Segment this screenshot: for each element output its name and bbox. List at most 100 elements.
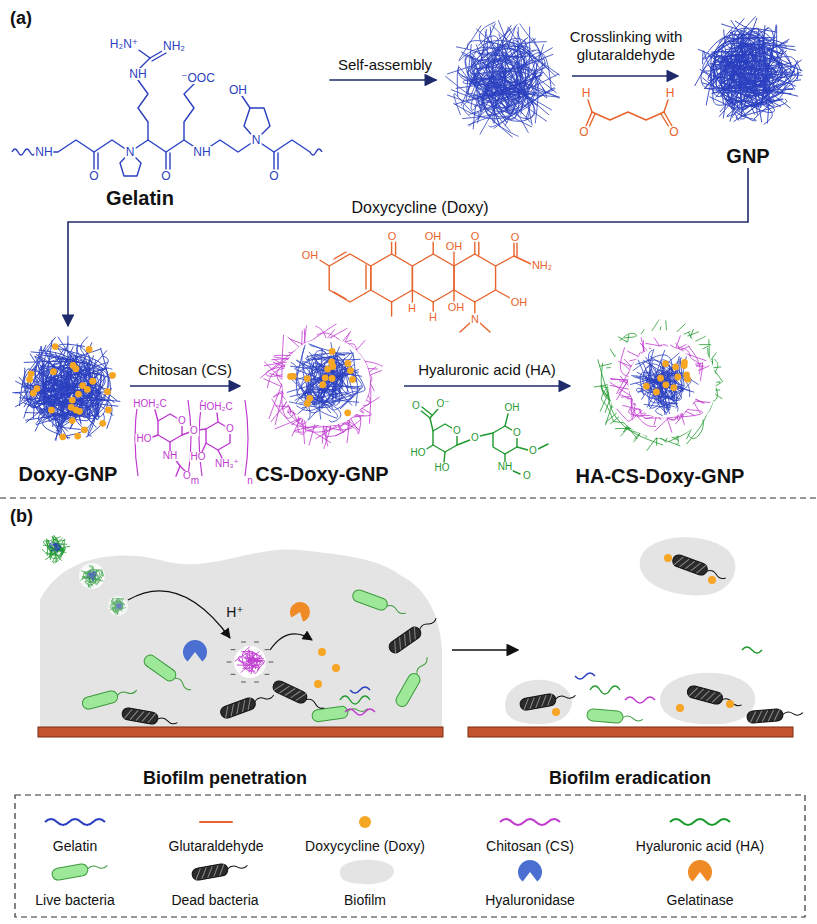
stripe: [522, 699, 530, 710]
legend-text: Chitosan (CS): [486, 839, 574, 853]
atom-label: H: [665, 87, 676, 99]
dead-bacterium: [271, 679, 327, 714]
drug-dot: [79, 382, 86, 389]
drug-dot: [643, 383, 650, 390]
atom-label: O: [510, 232, 521, 243]
atom-label: O: [88, 170, 99, 182]
drug-dot: [81, 426, 88, 433]
bacterium-body: [142, 653, 178, 683]
dead-bacterium: [686, 685, 743, 711]
polymer-strand: [60, 359, 92, 417]
charge-mark: [269, 662, 273, 663]
bond-line: [444, 452, 445, 462]
polymer-strand: [656, 376, 683, 409]
process-arrow: [404, 385, 570, 387]
drug-dot: [73, 365, 80, 372]
dead-bacterium: [121, 707, 178, 729]
legend-line-sample: [670, 819, 730, 825]
legend-text: Biofilm: [344, 893, 386, 907]
polymer-strand: [734, 28, 777, 45]
drug-dot: [319, 381, 326, 388]
charge-mark: [254, 681, 258, 682]
charge-mark: [231, 674, 235, 675]
atom-label: O: [177, 416, 187, 426]
live-bacterium: [394, 654, 432, 708]
bond-line: [517, 447, 528, 450]
legend-text: Glutaraldehyde: [169, 839, 264, 853]
gelatin-structure: [12, 48, 322, 176]
node-label: GNP: [726, 145, 769, 168]
atom-label: HOH₂C: [198, 402, 233, 412]
drug-dot: [314, 680, 322, 688]
charge-mark: [265, 649, 269, 650]
atom-label: NH: [162, 451, 178, 461]
bacterium-body: [81, 690, 119, 711]
particle-core: [79, 563, 105, 589]
dead-bacterium: [671, 553, 728, 583]
bacterium-body: [747, 708, 784, 723]
edge-label: Doxycycline (Doxy): [352, 199, 489, 217]
polymer-strand: [298, 349, 349, 414]
polymer-strand: [50, 541, 58, 547]
atom-label: OH: [301, 250, 320, 261]
drug-dot: [662, 360, 669, 367]
atom-label: HO: [410, 448, 427, 458]
stripe: [762, 711, 769, 721]
flagellum: [254, 693, 274, 704]
polymer-strand: [590, 686, 620, 694]
flagellum: [415, 656, 428, 675]
drug-dot: [304, 375, 311, 382]
drug-dot: [329, 348, 336, 355]
enzyme-symbol: [518, 860, 542, 882]
polymer-strand: [635, 360, 663, 392]
particle-core: [234, 646, 266, 678]
nanoparticle: [108, 596, 128, 616]
bond-line: [242, 96, 250, 108]
charge-mark: [254, 642, 258, 643]
process-arrow: [128, 591, 230, 638]
legend-text: Gelatin: [53, 839, 97, 853]
stripe: [774, 710, 781, 720]
polymer-strand: [625, 697, 655, 703]
polymer-strand: [702, 83, 791, 113]
drug-dot: [672, 363, 679, 370]
bond-line: [538, 444, 548, 449]
process-arrow: [452, 649, 518, 651]
stripe: [410, 627, 421, 639]
bond-line: [169, 442, 170, 451]
process-arrow: [270, 634, 312, 650]
atom-label: NH: [192, 146, 211, 158]
polymer-strand: [93, 571, 96, 578]
bond-line: [592, 112, 664, 120]
particle-core: [628, 346, 700, 418]
drug-dot: [683, 372, 690, 379]
stripe: [239, 700, 248, 711]
polymer-strand: [470, 67, 539, 133]
atom-label: NH₂: [162, 40, 186, 52]
substrate: [38, 727, 443, 737]
legend-text: Doxycycline (Doxy): [305, 839, 425, 853]
node-label: Doxy-GNP: [19, 463, 118, 486]
bond-line: [217, 413, 218, 422]
charge-mark: [242, 642, 246, 643]
drug-dot: [74, 433, 81, 440]
enzyme-symbol: [183, 640, 207, 662]
live-bacterium: [311, 703, 368, 723]
drug-dot: [318, 648, 326, 656]
polymer-strand: [23, 337, 57, 388]
flagellum: [555, 693, 575, 700]
particle-node: GNP: [686, 8, 810, 168]
drug-dot: [664, 554, 672, 562]
atom-label: H: [407, 303, 417, 314]
flagellum: [117, 688, 137, 697]
stripe: [400, 634, 411, 646]
atom-label: HO: [136, 434, 153, 444]
polymer-strand: [742, 647, 762, 653]
stripe: [148, 713, 156, 724]
bond-line: [140, 58, 150, 68]
atom-label: OH: [424, 231, 443, 242]
bacterium-body: [271, 679, 309, 705]
polymer-strand: [350, 687, 370, 693]
live-bacterium: [81, 684, 138, 710]
